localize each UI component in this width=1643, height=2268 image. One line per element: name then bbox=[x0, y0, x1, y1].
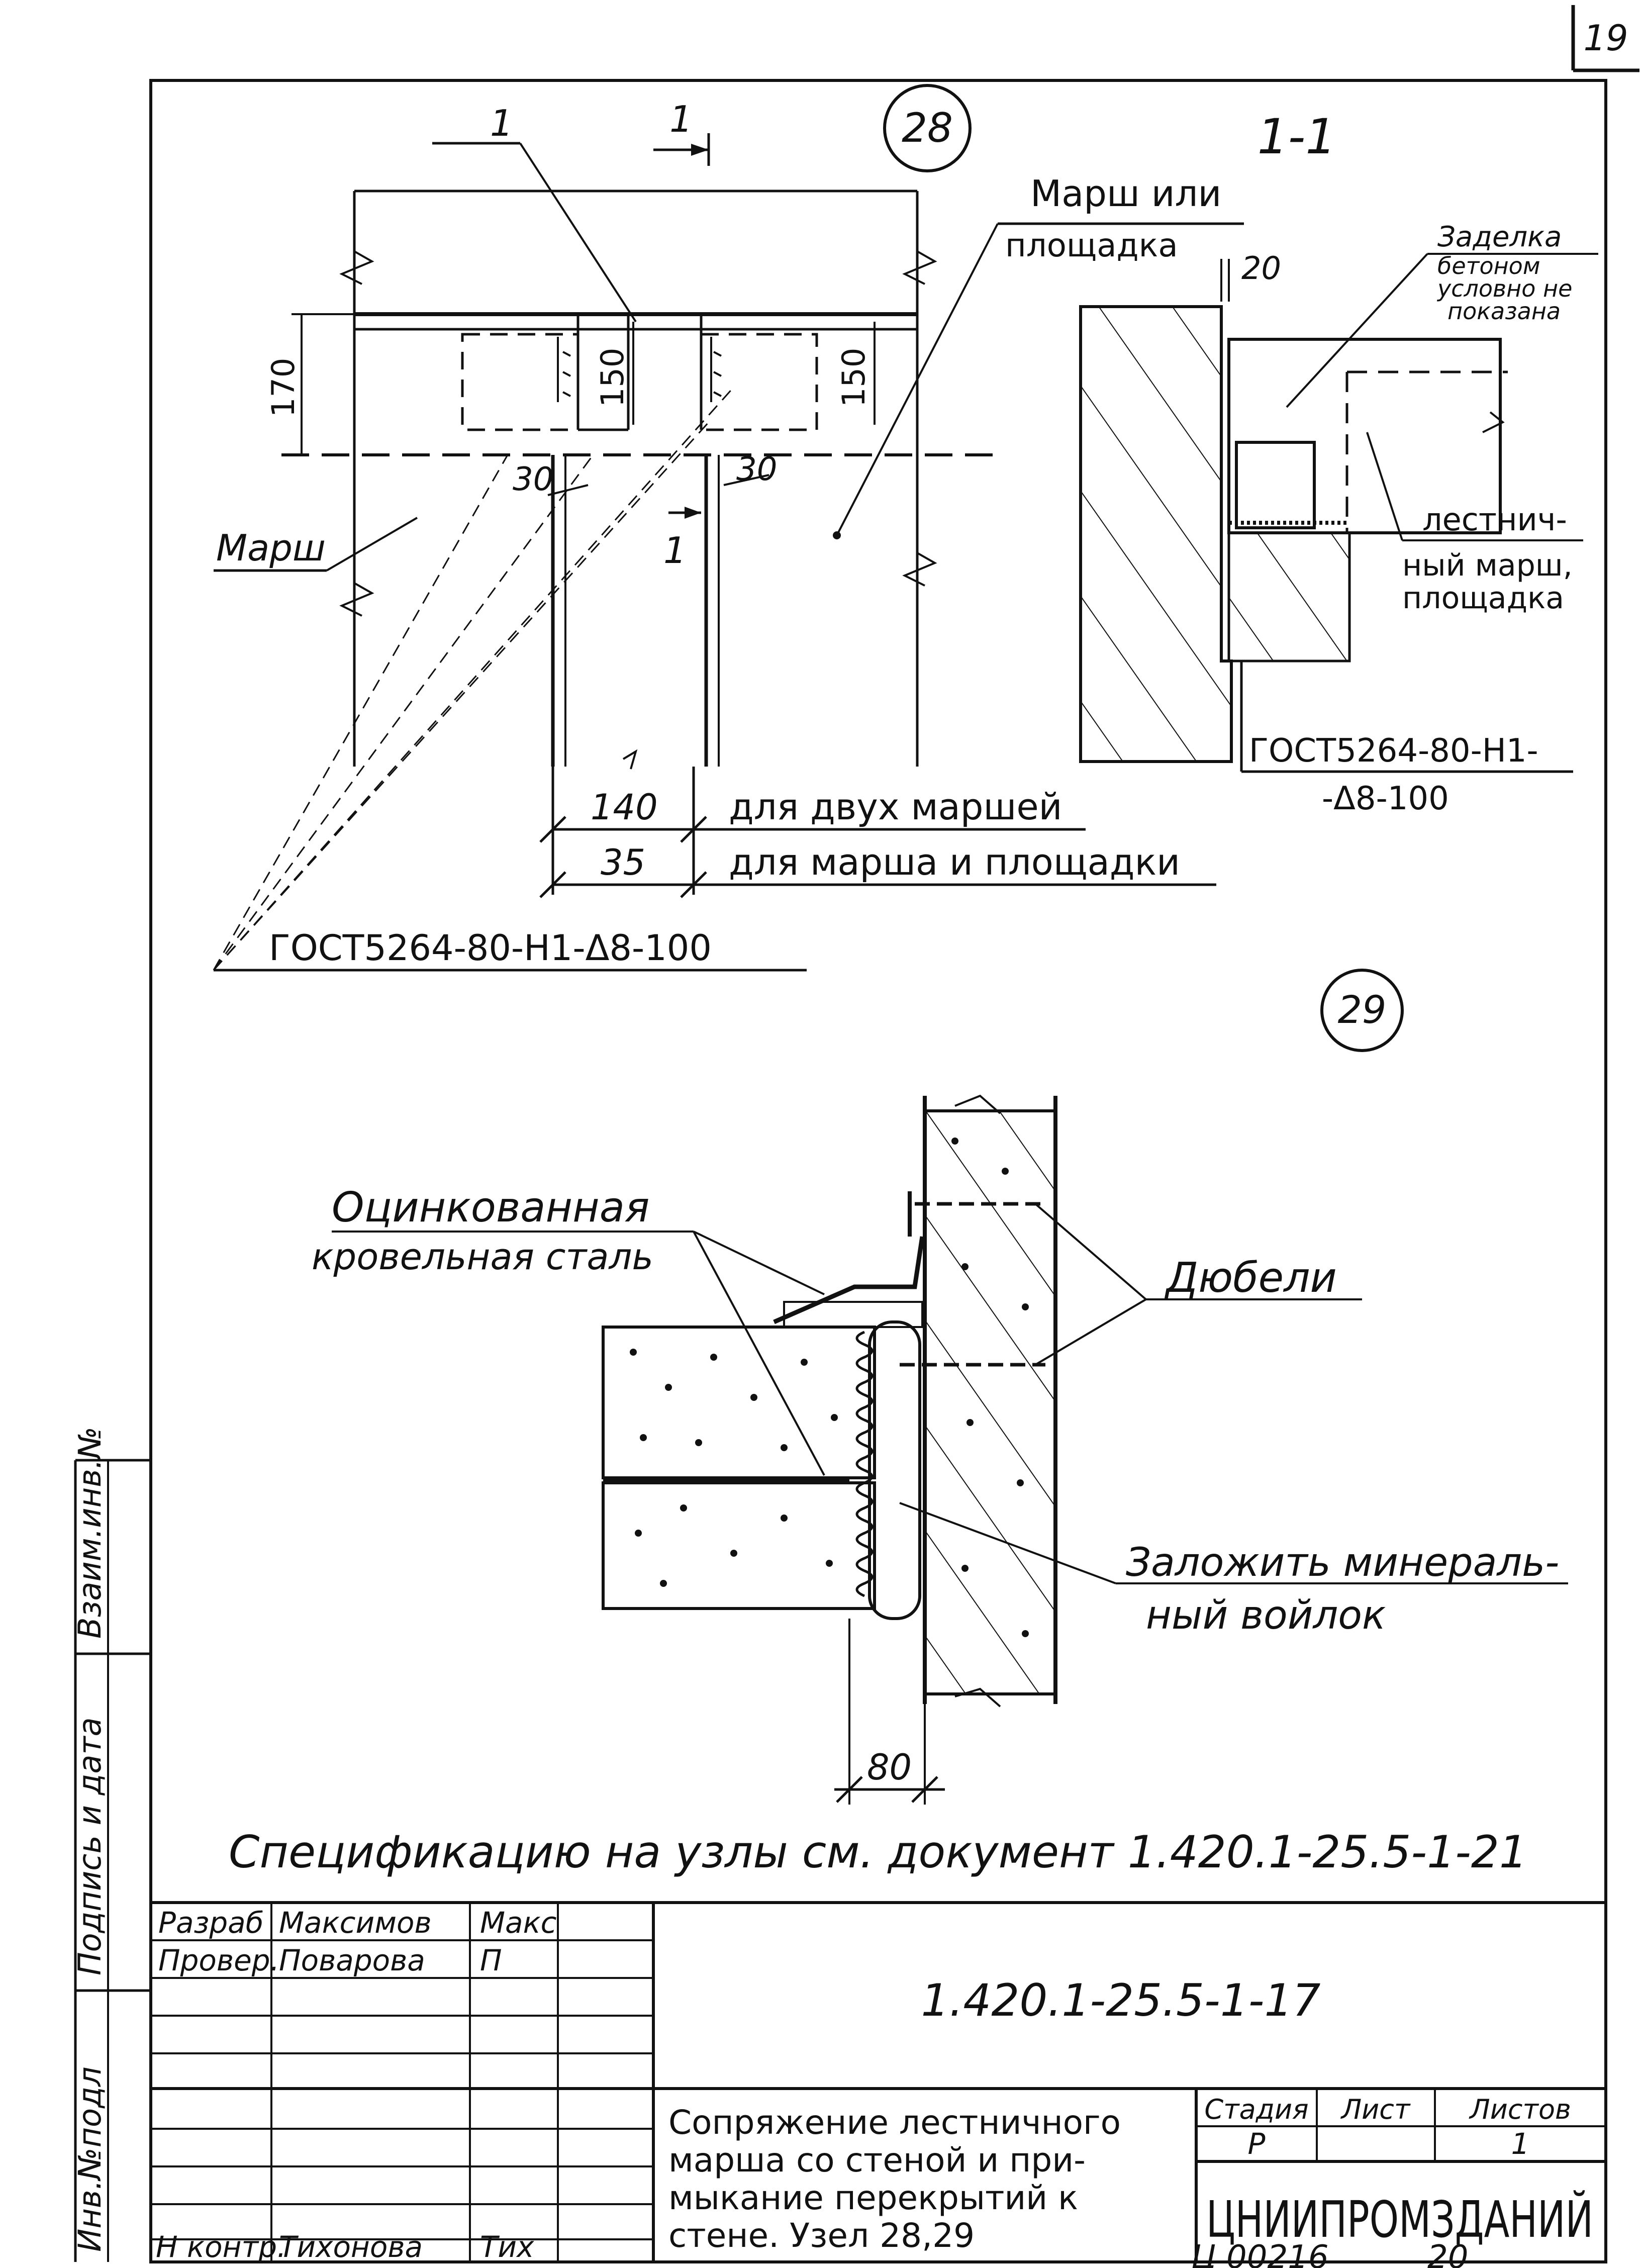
role-norm-control: Н контр. bbox=[156, 2230, 286, 2264]
stair-label-2: ный марш, bbox=[1402, 548, 1573, 583]
name-norm-control: Тихонова bbox=[279, 2230, 423, 2264]
wall-section bbox=[1079, 305, 1233, 763]
description-line3: мыкание перекрытий к bbox=[668, 2179, 1078, 2217]
note-embedding-2: бетоном bbox=[1437, 252, 1540, 279]
dim-170: 170 bbox=[265, 358, 302, 417]
dowels-label: Дюбели bbox=[1165, 1254, 1337, 1302]
sign-norm-control: Тих bbox=[480, 2230, 534, 2264]
section-1-1-drawing: 1-1 20 Заделка бетоном условно не показа… bbox=[1079, 109, 1598, 817]
note-embedding-4: показана bbox=[1447, 298, 1561, 325]
stage-header: Стадия bbox=[1204, 2094, 1308, 2125]
dim-30-right: 30 bbox=[736, 451, 777, 488]
document-code: 1.420.1-25.5-1-17 bbox=[921, 1974, 1320, 2026]
name-developer: Максимов bbox=[279, 1906, 432, 1940]
description-line4: стене. Узел 28,29 bbox=[668, 2216, 975, 2255]
section-mark-top: 1 bbox=[669, 98, 693, 140]
sheets-value: 1 bbox=[1511, 2127, 1530, 2161]
stamp-exchange-field: Взаим.инв.№ bbox=[71, 1427, 108, 1639]
archive-page: 20 bbox=[1427, 2239, 1468, 2268]
gost-note-1-1-line2: -Δ8-100 bbox=[1322, 780, 1449, 817]
sign-developer: Макс bbox=[480, 1906, 557, 1940]
dim-30-left: 30 bbox=[513, 461, 553, 498]
description-line2: марша со стеной и при- bbox=[668, 2141, 1086, 2180]
label-march-or-landing-line2: площадка bbox=[1005, 227, 1178, 264]
archive-number: Ц 00216 bbox=[1191, 2239, 1329, 2268]
sheet-header: Лист bbox=[1340, 2094, 1411, 2125]
dim-150-left: 150 bbox=[594, 348, 631, 407]
page-number: 19 bbox=[1583, 18, 1628, 59]
name-checker: Поварова bbox=[279, 1943, 425, 1977]
dim-140: 140 bbox=[591, 787, 658, 828]
dim-140-note: для двух маршей bbox=[729, 786, 1062, 828]
stair-label-3: площадка bbox=[1402, 581, 1564, 616]
stage-value: Р bbox=[1248, 2127, 1266, 2161]
stamp-signature-field: Подпись и дата bbox=[71, 1717, 108, 1975]
title-block: Разраб Максимов Макс Провер. Поварова П … bbox=[151, 1901, 1606, 2264]
dim-80: 80 bbox=[867, 1747, 912, 1788]
stair-label-1: лестнич- bbox=[1422, 501, 1567, 538]
dim-35: 35 bbox=[601, 842, 645, 883]
sign-checker: П bbox=[480, 1943, 502, 1977]
description-line1: Сопряжение лестничного bbox=[668, 2103, 1121, 2142]
felt-label-line1: Заложить минераль- bbox=[1126, 1540, 1559, 1585]
sheets-header: Листов bbox=[1469, 2094, 1571, 2125]
dim-20: 20 bbox=[1241, 250, 1281, 287]
role-developer: Разраб bbox=[158, 1906, 264, 1940]
steel-label-line1: Оцинкованная bbox=[332, 1184, 649, 1232]
dim-150-right: 150 bbox=[835, 348, 872, 407]
specification-note: Спецификацию на узлы см. документ 1.420.… bbox=[229, 1826, 1527, 1878]
wall-29 bbox=[923, 1109, 1057, 1695]
stamp-original-field: Инв.№подл bbox=[71, 2066, 108, 2252]
label-march-left: Марш bbox=[216, 527, 326, 569]
section-1-1-title: 1-1 bbox=[1258, 109, 1336, 165]
label-march-or-landing-line1: Марш или bbox=[1030, 172, 1221, 215]
organization-name: ЦНИИПРОМЗДАНИЙ bbox=[1206, 2190, 1593, 2249]
gost-weld-note: ГОСТ5264-80-Н1-Δ8-100 bbox=[269, 927, 712, 969]
felt-label-line2: ный войлок bbox=[1146, 1593, 1386, 1638]
dim-35-note: для марша и площадки bbox=[729, 841, 1180, 883]
section-mark-bottom: 1 bbox=[663, 529, 687, 572]
note-embedding-3: условно не bbox=[1436, 275, 1572, 302]
note-embedding-1: Заделка bbox=[1437, 221, 1562, 253]
position-1-label: 1 bbox=[490, 102, 513, 144]
sheet-frame bbox=[149, 79, 1607, 2263]
steel-label-line2: кровельная сталь bbox=[312, 1236, 653, 1278]
node-28-marker: 28 bbox=[902, 105, 953, 151]
role-checker: Провер. bbox=[158, 1943, 279, 1977]
page-number-box: 19 bbox=[1571, 5, 1639, 72]
node-29-drawing: 29 Оцинкованная bbox=[312, 969, 1568, 1805]
gost-note-1-1-line1: ГОСТ5264-80-Н1- bbox=[1249, 732, 1538, 770]
side-stamp: Взаим.инв.№ Подпись и дата Инв.№подл bbox=[71, 1427, 151, 2262]
node-28-drawing: 28 1 1 150 150 bbox=[213, 84, 1244, 972]
node-29-marker: 29 bbox=[1338, 987, 1387, 1032]
